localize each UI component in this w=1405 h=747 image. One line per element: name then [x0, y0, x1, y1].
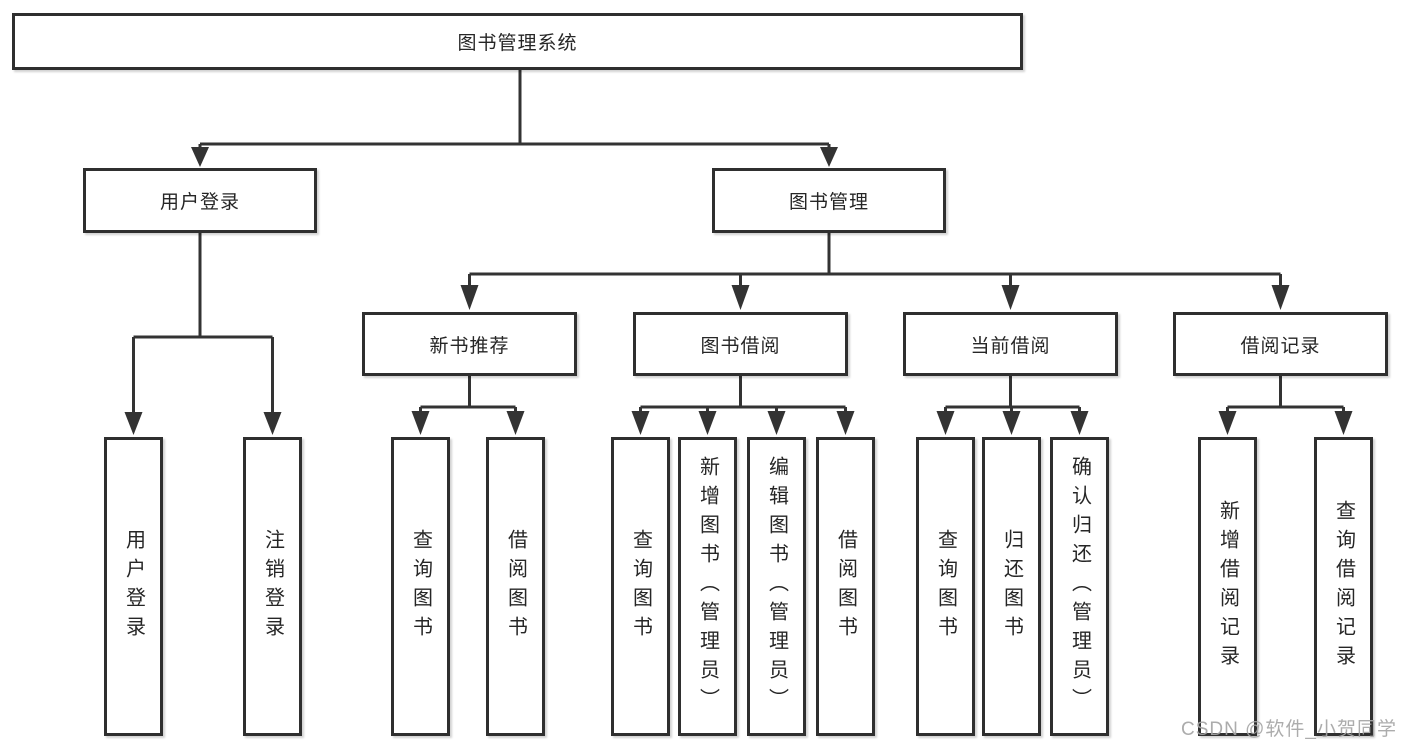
leaf-current-query-book: 查询图书 [916, 437, 975, 736]
leaf-borrow-query-book: 查询图书 [611, 437, 670, 736]
leaf-label: 查询借阅记录 [1332, 499, 1355, 674]
leaf-label: 借阅图书 [834, 528, 857, 645]
leaf-label: 用户登录 [122, 528, 145, 645]
leaf-recommend-borrow-book: 借阅图书 [486, 437, 545, 736]
leaf-label: 借阅图书 [504, 528, 527, 645]
leaf-borrow-edit-book-admin: 编辑图书（管理员） [747, 437, 806, 736]
node-label: 用户登录 [159, 192, 240, 213]
node-label: 当前借阅 [970, 335, 1051, 357]
leaf-label: 新增借阅记录 [1216, 499, 1239, 674]
node-new-book-recommend: 新书推荐 [362, 312, 577, 376]
leaf-records-add-record: 新增借阅记录 [1198, 437, 1257, 736]
leaf-label: 归还图书 [1000, 528, 1023, 645]
node-label: 借阅记录 [1240, 335, 1321, 357]
leaf-borrow-add-book-admin: 新增图书（管理员） [678, 437, 737, 736]
csdn-watermark: CSDN @软件_小贺同学 [1181, 719, 1397, 740]
leaf-label: 查询图书 [629, 528, 652, 645]
leaf-current-confirm-return-admin: 确认归还（管理员） [1050, 437, 1109, 736]
leaf-records-query-record: 查询借阅记录 [1314, 437, 1373, 736]
leaf-current-return-book: 归还图书 [982, 437, 1041, 736]
node-borrow-records: 借阅记录 [1173, 312, 1388, 376]
leaf-label: 查询图书 [934, 528, 957, 645]
leaf-user-login: 用户登录 [104, 437, 163, 736]
node-root-system: 图书管理系统 [12, 13, 1023, 70]
node-book-management: 图书管理 [712, 168, 946, 233]
node-label: 图书管理系统 [457, 33, 578, 54]
node-label: 图书借阅 [700, 335, 781, 357]
leaf-label: 查询图书 [409, 528, 432, 645]
leaf-borrow-borrow-book: 借阅图书 [816, 437, 875, 736]
node-book-borrow: 图书借阅 [633, 312, 848, 376]
leaf-recommend-query-book: 查询图书 [391, 437, 450, 736]
node-current-borrow: 当前借阅 [903, 312, 1118, 376]
node-label: 新书推荐 [429, 335, 510, 357]
node-label: 图书管理 [788, 192, 869, 213]
node-user-login: 用户登录 [83, 168, 317, 233]
leaf-label: 编辑图书（管理员） [765, 456, 788, 717]
leaf-label: 新增图书（管理员） [696, 456, 719, 717]
leaf-label: 确认归还（管理员） [1068, 456, 1091, 717]
leaf-label: 注销登录 [261, 528, 284, 645]
leaf-logout-login: 注销登录 [243, 437, 302, 736]
